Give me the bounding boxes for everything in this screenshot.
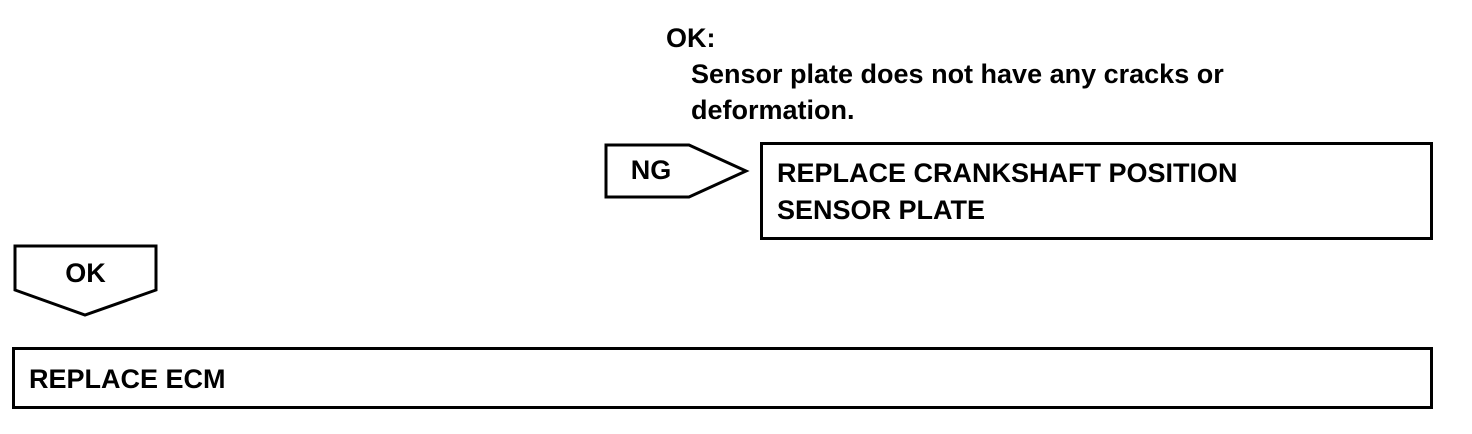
ng-action-line-1: REPLACE CRANKSHAFT POSITION: [777, 158, 1238, 188]
ok-action-text: REPLACE ECM: [29, 364, 226, 394]
ok-tag-label: OK: [65, 258, 106, 288]
ok-action-box: REPLACE ECM: [12, 347, 1433, 409]
ng-action-line-2: SENSOR PLATE: [777, 195, 986, 225]
condition-line-1: Sensor plate does not have any cracks or: [691, 59, 1224, 89]
ng-arrow-shape: [604, 143, 750, 199]
ng-action-box: REPLACE CRANKSHAFT POSITION SENSOR PLATE: [760, 142, 1433, 240]
condition-line-2: deformation.: [691, 95, 855, 125]
ng-tag-label: NG: [630, 155, 672, 185]
condition-heading: OK:: [666, 23, 716, 53]
ok-arrow-shape: [13, 244, 158, 317]
